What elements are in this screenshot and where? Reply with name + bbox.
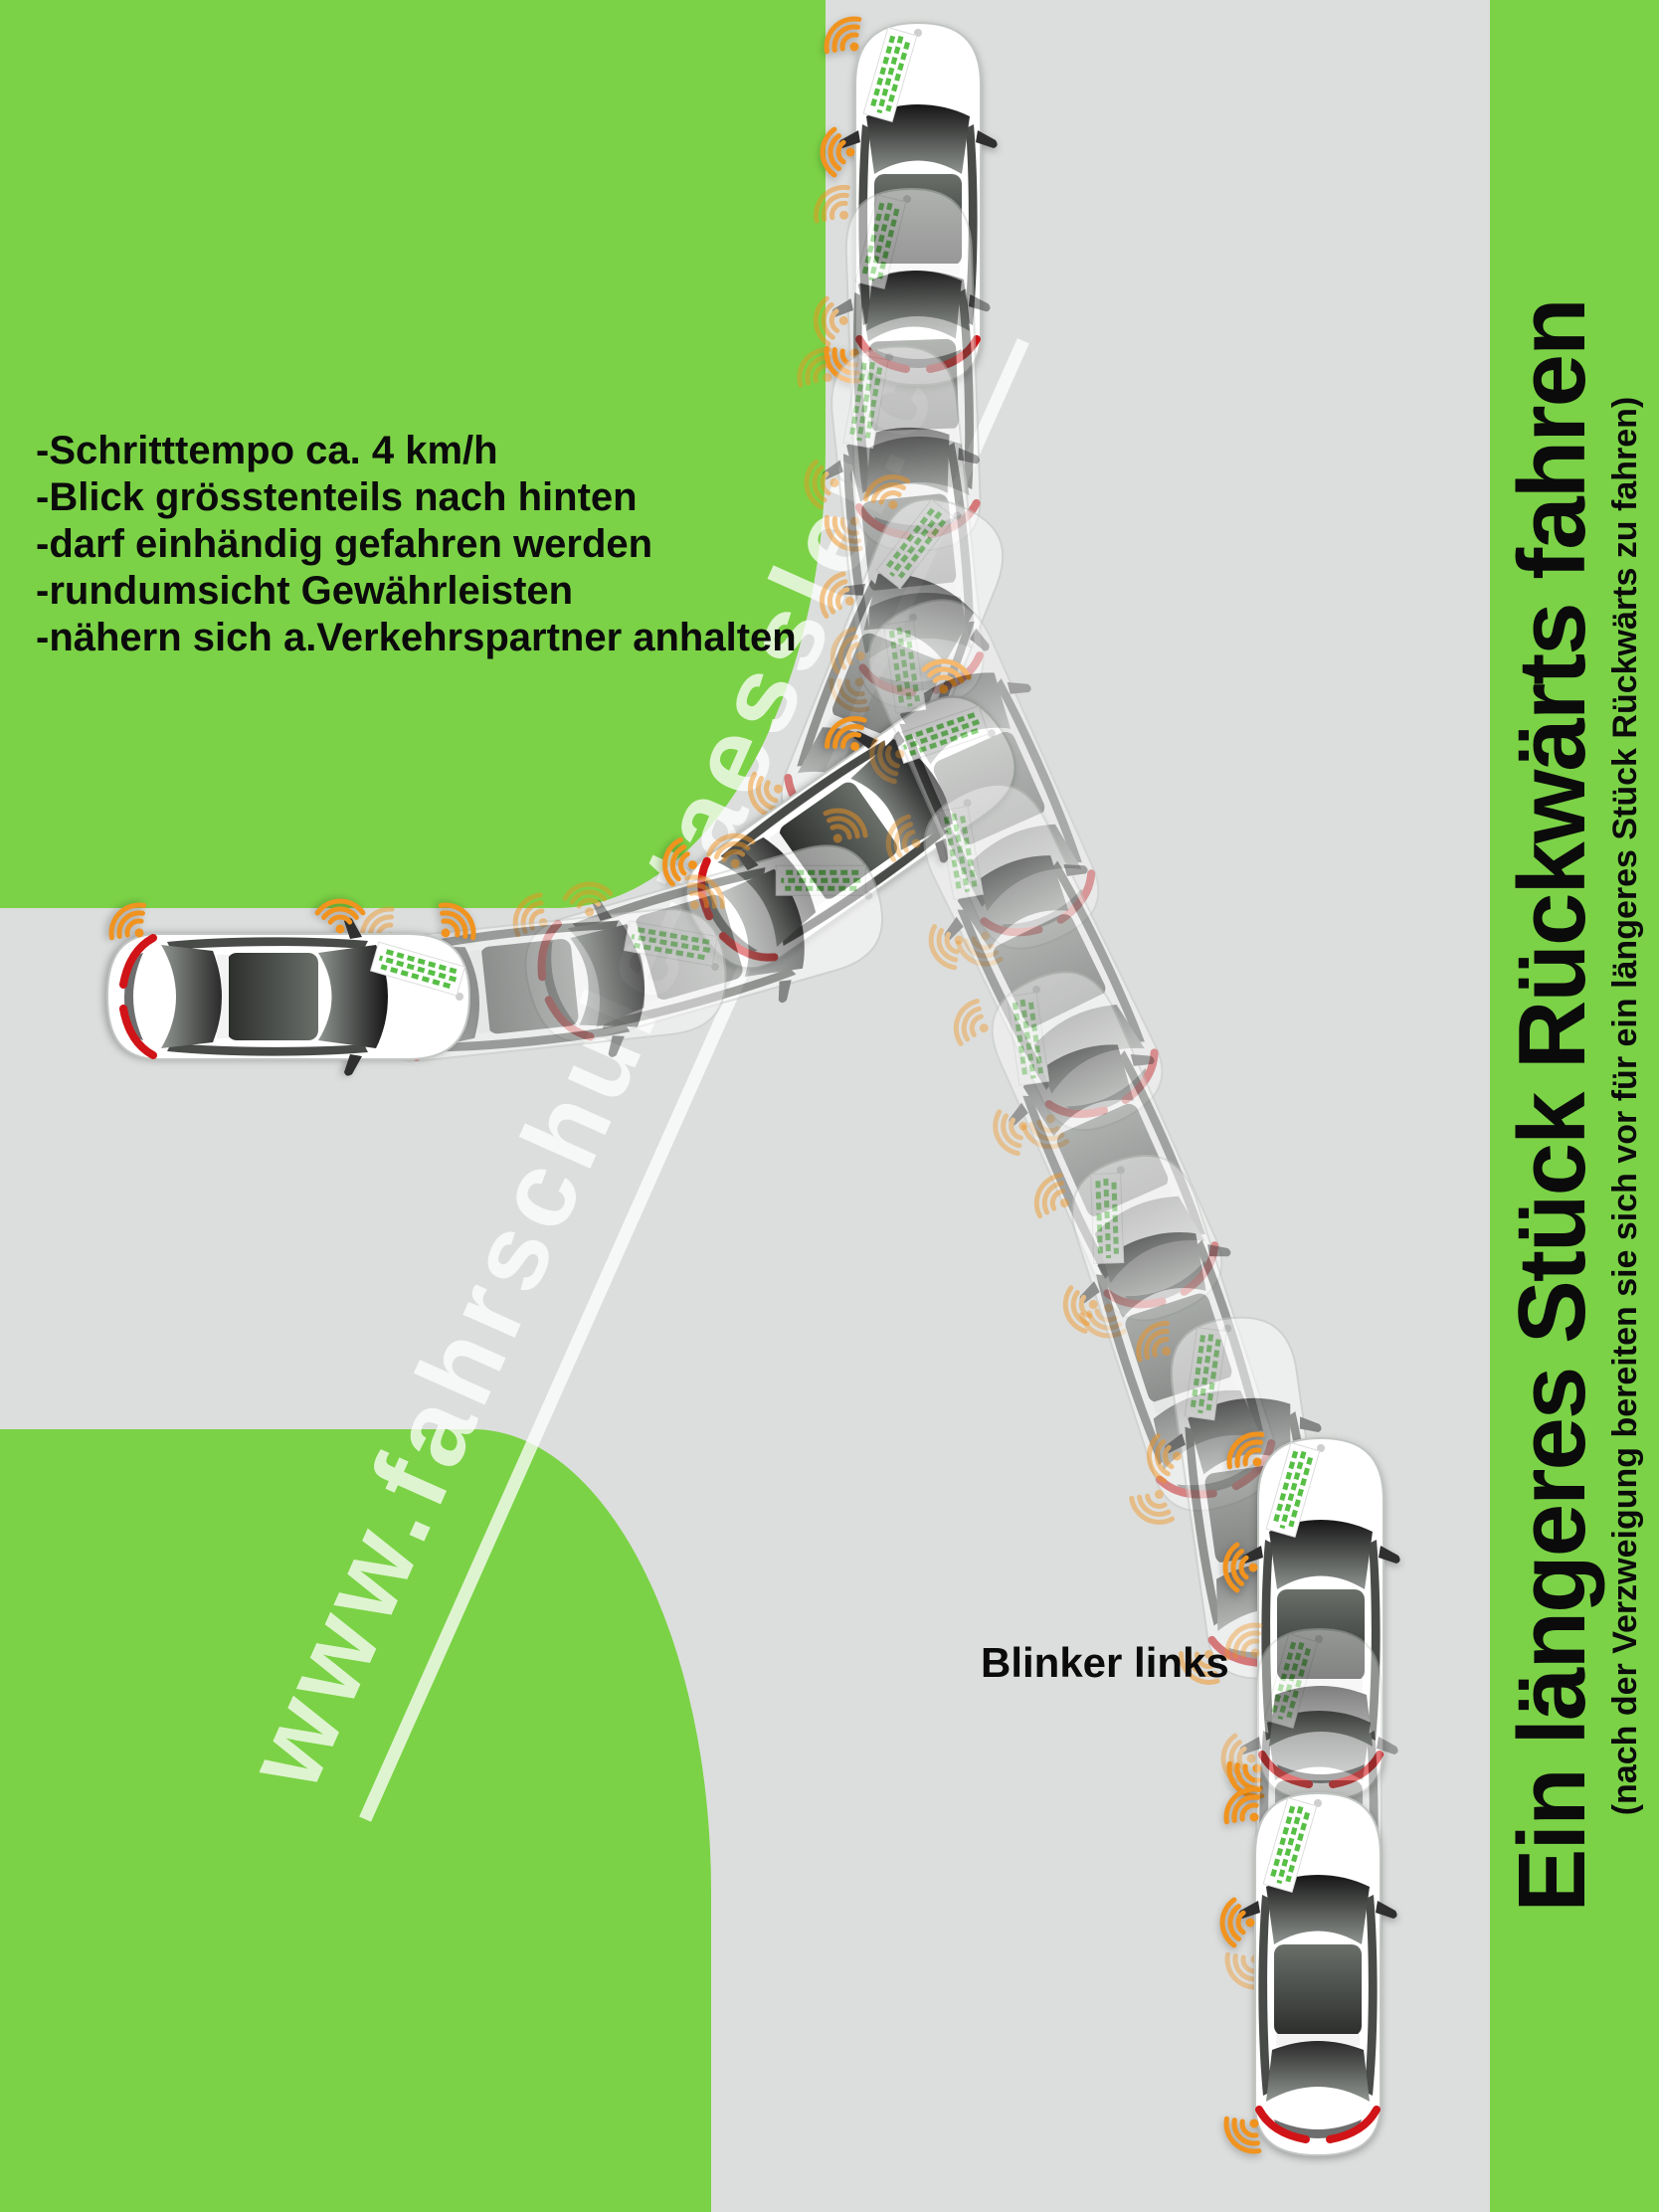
grass-block-top-left: [0, 0, 826, 908]
instruction-line: -Schritttempo ca. 4 km/h: [36, 429, 498, 472]
poster-subtitle: (nach der Verzweigung bereiten sie sich …: [1606, 396, 1645, 1816]
instruction-line: -Blick grösstenteils nach hinten: [36, 475, 638, 519]
instruction-line: -rundumsicht Gewährleisten: [36, 569, 574, 613]
sidebar-rotor: Ein längeres Stück Rückwärts fahren (nac…: [1490, 0, 1659, 2212]
instruction-line: -darf einhändig gefahren werden: [36, 522, 653, 566]
instruction-line: -nähern sich a.Verkehrspartner anhalten: [36, 616, 797, 659]
sidebar-title-strip: Ein längeres Stück Rückwärts fahren (nac…: [1490, 0, 1659, 2212]
instructions-list: -Schritttempo ca. 4 km/h -Blick grössten…: [36, 428, 797, 661]
blinker-links-label: Blinker links: [981, 1639, 1229, 1686]
grass-block-bottom-left: [0, 1429, 711, 2212]
car: [103, 897, 481, 1076]
car: [1218, 1781, 1397, 2159]
poster-title: Ein längeres Stück Rückwärts fahren: [1498, 299, 1605, 1913]
grass-strip-right: [1490, 0, 1659, 2212]
